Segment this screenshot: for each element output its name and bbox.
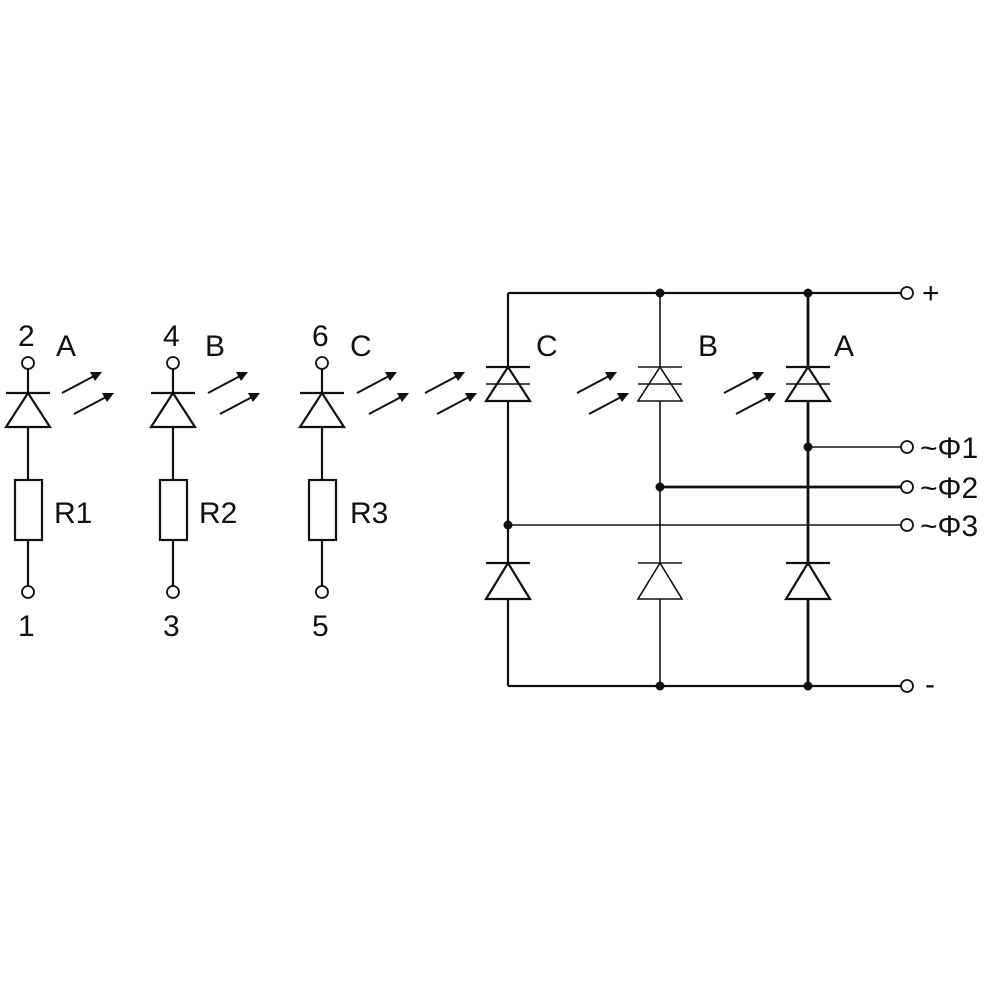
negative-terminal-label: - xyxy=(925,668,935,701)
pin-label-2: 2 xyxy=(18,320,35,353)
light-reception-arrows-icon xyxy=(424,372,477,415)
terminal-phase-1 xyxy=(900,440,914,454)
emitter-branch-3: 6 C R3 5 xyxy=(297,320,409,643)
led-a-diode-icon xyxy=(3,390,53,429)
thyristor-label-c: C xyxy=(536,330,558,363)
junction-dot xyxy=(655,288,665,298)
pin-label-3: 3 xyxy=(163,610,180,643)
resistor-label-r2: R2 xyxy=(199,497,237,530)
light-reception-arrows-icon xyxy=(576,372,629,415)
pin-label-5: 5 xyxy=(312,610,329,643)
pin-label-4: 4 xyxy=(163,320,180,353)
resistor-label-r1: R1 xyxy=(54,497,92,530)
resistor-r3 xyxy=(307,478,338,542)
phase-2-label: ~Φ2 xyxy=(920,472,978,505)
resistor-label-r3: R3 xyxy=(350,497,388,530)
terminal-pin-1 xyxy=(21,585,35,599)
junction-dot xyxy=(655,681,665,691)
led-label-b: B xyxy=(205,330,225,363)
junction-dot xyxy=(655,482,665,492)
terminal-phase-2 xyxy=(900,480,914,494)
led-label-a: A xyxy=(56,330,76,363)
led-c-diode-icon xyxy=(297,390,347,429)
diode-c-lower xyxy=(484,560,532,601)
emitter-branch-1: 2 A R1 1 xyxy=(3,320,114,643)
phase-3-label: ~Φ3 xyxy=(920,510,978,543)
terminal-pin-4 xyxy=(166,356,180,370)
junction-dot xyxy=(503,520,513,530)
bridge-rectifier: C B A + - ~Φ1 ~Φ2 ~Φ3 xyxy=(483,277,978,701)
terminal-pin-6 xyxy=(315,356,329,370)
led-b-diode-icon xyxy=(148,390,198,429)
thyristor-label-b: B xyxy=(698,330,718,363)
light-emission-arrows-icon xyxy=(61,372,114,415)
thyristor-a-upper xyxy=(783,364,833,403)
resistor-r1 xyxy=(13,478,44,542)
thyristor-c-upper xyxy=(483,364,533,403)
thyristor-label-a: A xyxy=(834,330,854,363)
led-label-c: C xyxy=(350,330,372,363)
thyristor-b-upper xyxy=(636,365,684,402)
terminal-positive xyxy=(900,286,914,300)
light-reception-arrows-icon xyxy=(723,372,776,415)
junction-dot xyxy=(803,681,813,691)
terminal-pin-3 xyxy=(166,585,180,599)
resistor-r2 xyxy=(158,478,189,542)
positive-terminal-label: + xyxy=(922,277,940,310)
junction-dot xyxy=(803,442,813,452)
phase-1-label: ~Φ1 xyxy=(920,432,978,465)
terminal-pin-2 xyxy=(21,356,35,370)
diode-b-lower xyxy=(636,561,684,600)
terminal-phase-3 xyxy=(900,518,914,532)
pin-label-6: 6 xyxy=(312,320,329,353)
emitter-branch-2: 4 B R2 3 xyxy=(148,320,260,643)
terminal-pin-5 xyxy=(315,585,329,599)
junction-dot xyxy=(803,288,813,298)
light-emission-arrows-icon xyxy=(207,372,260,415)
light-emission-arrows-icon xyxy=(356,372,409,415)
terminal-negative xyxy=(900,679,914,693)
diode-a-lower xyxy=(784,560,832,601)
pin-label-1: 1 xyxy=(18,610,35,643)
